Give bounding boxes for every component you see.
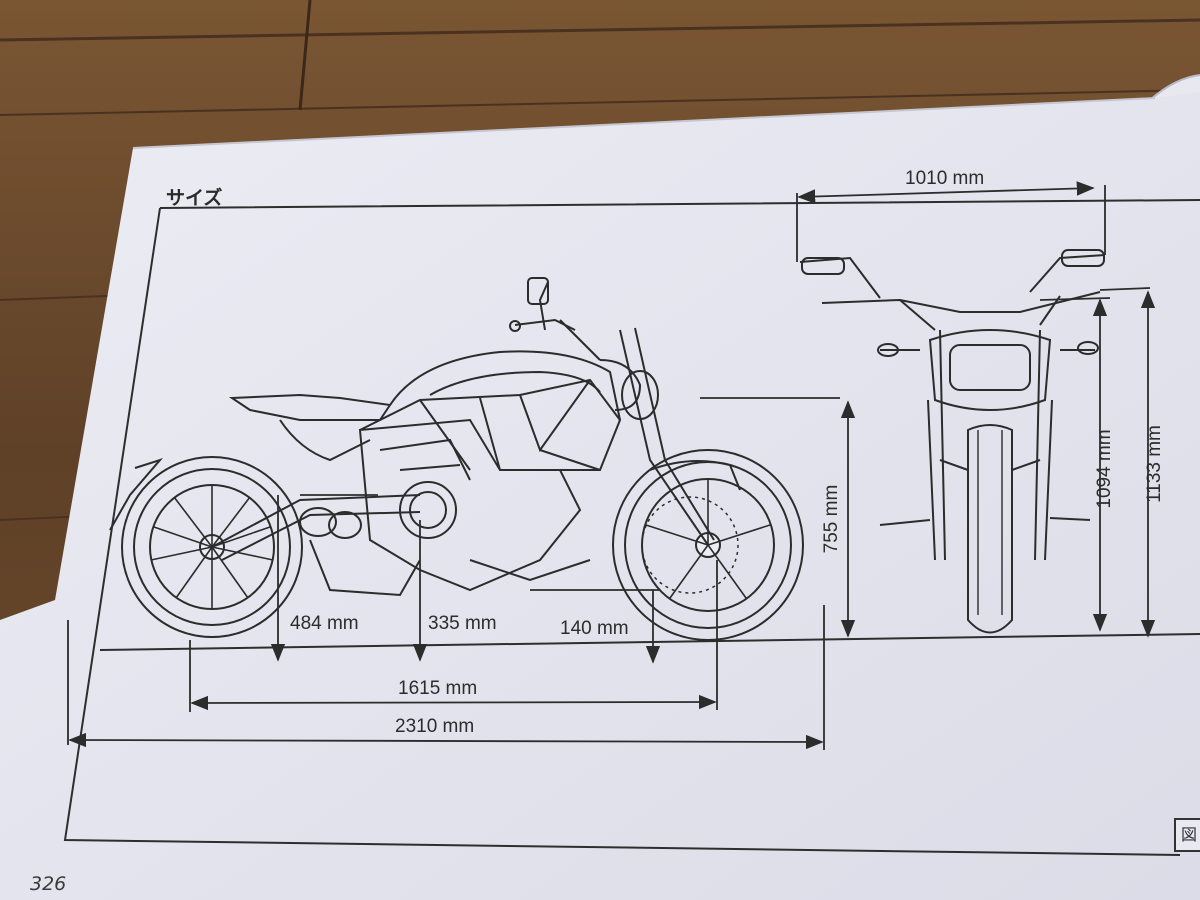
overall-height-label: 1133 mm — [1144, 425, 1165, 503]
handlebar-height-label: 1094 mm — [1094, 429, 1115, 509]
seat-height-label: 755 mm — [821, 484, 842, 554]
page-number: 326 — [30, 873, 67, 895]
ground-clearance-center-label: 335 mm — [428, 613, 497, 634]
mirror-width-label: 1010 mm — [905, 168, 985, 189]
page-title: サイズ — [166, 187, 223, 209]
wheelbase-label: 1615 mm — [398, 678, 478, 699]
section-edge-tab: 図 — [1174, 818, 1200, 852]
ground-clearance-front-label: 140 mm — [560, 618, 629, 639]
ground-clearance-rear-label: 484 mm — [290, 613, 359, 634]
paper-sheet — [0, 92, 1200, 900]
overall-length-label: 2310 mm — [395, 716, 475, 737]
motorcycle-side-view — [109, 277, 804, 641]
motorcycle-front-view — [799, 249, 1106, 634]
